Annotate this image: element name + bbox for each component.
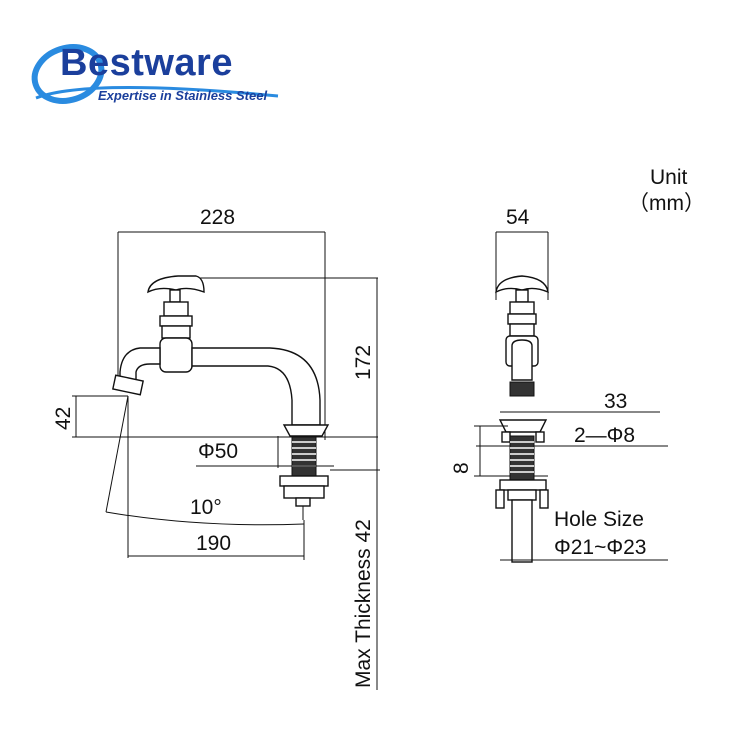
brand-name: Bestware bbox=[60, 42, 233, 84]
dim-base-diameter: Φ50 bbox=[198, 440, 238, 463]
side-view: 54 33 2—Φ8 8 bbox=[450, 206, 668, 563]
front-base-flange bbox=[282, 424, 330, 437]
dim-side-depth-33: 33 bbox=[604, 390, 627, 413]
front-view: 228 172 42 bbox=[52, 206, 380, 690]
front-aerator bbox=[112, 374, 144, 396]
dim-side-bolt: 2—Φ8 bbox=[574, 424, 635, 447]
dim-height-172: 172 bbox=[352, 345, 375, 380]
brand-tagline: Expertise in Stainless Steel bbox=[98, 88, 268, 103]
side-supply-pipe bbox=[511, 499, 533, 563]
dim-max-thickness: Max Thickness 42 bbox=[352, 519, 375, 688]
hole-size-label: Hole Size bbox=[554, 508, 644, 531]
front-handle bbox=[147, 275, 205, 294]
dim-side-plate-8: 8 bbox=[450, 462, 473, 474]
side-aerator bbox=[509, 381, 535, 397]
dim-spout-height-42: 42 bbox=[52, 407, 75, 430]
hole-size-value: Φ21~Φ23 bbox=[554, 536, 647, 559]
unit-value: （mm） bbox=[628, 192, 705, 215]
dim-angle-10: 10° bbox=[190, 496, 222, 519]
dim-side-width-54: 54 bbox=[506, 206, 530, 229]
unit-label: Unit bbox=[650, 166, 688, 189]
brand-swoosh-icon bbox=[31, 44, 279, 104]
dim-reach-190: 190 bbox=[196, 532, 231, 555]
dim-width-228: 228 bbox=[200, 206, 235, 229]
side-handle bbox=[495, 275, 549, 294]
